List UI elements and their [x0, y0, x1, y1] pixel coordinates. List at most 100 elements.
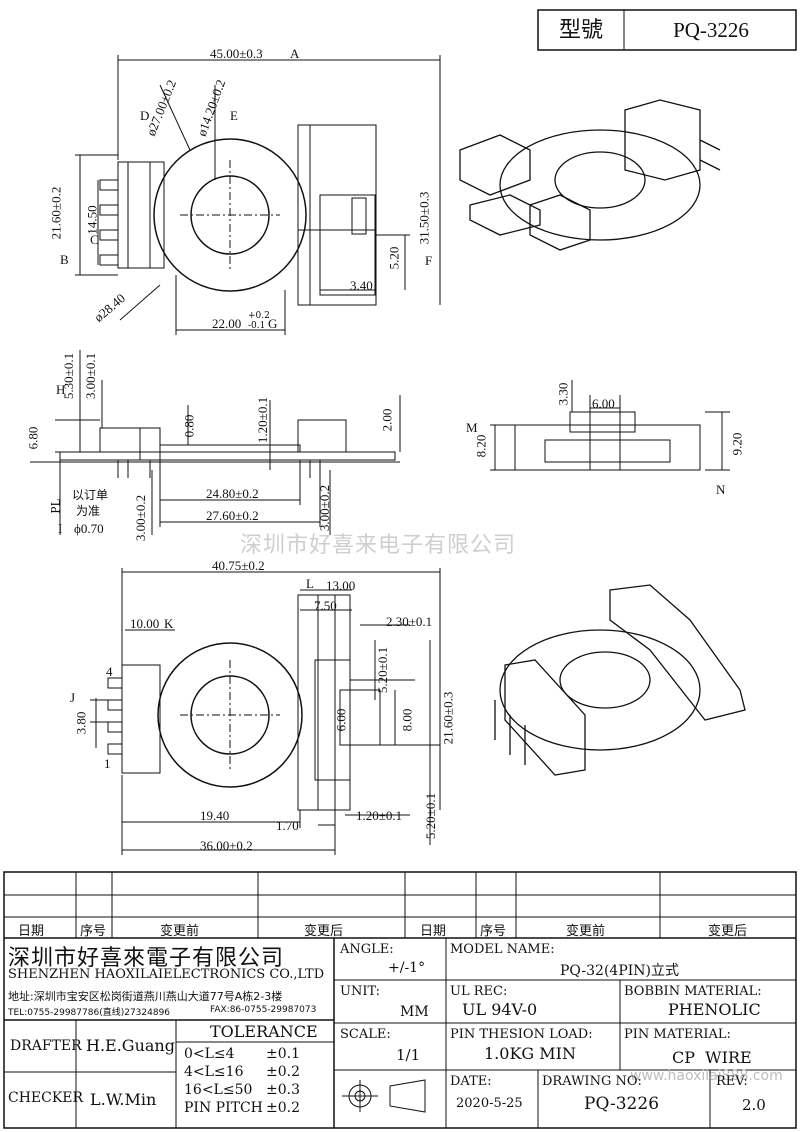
ulrec-label: UL REC:: [450, 984, 508, 999]
dim-pin-dia: ϕ0.70: [74, 521, 104, 536]
bdim-10: 10.00: [130, 616, 160, 631]
tolerance-label: TOLERANCE: [210, 1022, 318, 1041]
dim-height-F: 31.50±0.3: [416, 191, 432, 245]
type-label: 型號: [558, 17, 603, 42]
dim-bottom-tol-up: +0.2: [248, 311, 270, 321]
bdim-1-2: 1.20±0.1: [356, 808, 403, 823]
bdim-5-2a: 5.20±0.1: [375, 646, 391, 694]
pinmat-value: CP WIRE: [672, 1048, 752, 1067]
dim-offset: 3.40: [350, 278, 373, 293]
bdim-36: 36.00±0.2: [200, 838, 253, 853]
dim-slot: 5.20: [386, 246, 402, 270]
dim-bottom-tol-dn: -0.1: [248, 321, 266, 331]
side-dim-h1: 8.20: [473, 434, 489, 458]
label-pl: PL: [47, 498, 63, 514]
side-dim-d1: 3.30: [555, 382, 571, 406]
tol-range-0: 0<L≤4: [184, 1046, 235, 1062]
dim-w2: 27.60±0.2: [206, 508, 259, 523]
drawno-value: PQ-3226: [584, 1094, 660, 1114]
tag-I: I: [58, 521, 63, 536]
unit-label: UNIT:: [340, 984, 381, 999]
rev-after: 变更后: [304, 924, 344, 939]
company-name-en: SHENZHEN HAOXILAIELECTRONICS CO.,LTD: [8, 967, 325, 982]
drafter-value: H.E.Guang: [86, 1036, 175, 1055]
tol-val-3: ±0.2: [266, 1100, 300, 1116]
dim-width-45: 45.00±0.3: [210, 46, 263, 61]
bdim-width: 40.75±0.2: [212, 558, 265, 573]
tag-M: M: [466, 420, 478, 435]
company-tel: TEL:0755-29987786(直线)27324896: [8, 1008, 171, 1018]
watermark-site: www.haoxilai888.com: [630, 1068, 783, 1084]
dim-height-B: 21.60±0.2: [48, 186, 64, 240]
bdim-5-2b: 5.20±0.1: [423, 792, 439, 840]
rev-seq: 序号: [80, 924, 107, 939]
dim-pin-span: 14.50: [84, 205, 100, 235]
note-line2: 为准: [76, 504, 101, 518]
note-line1: 以订单: [72, 488, 109, 502]
bdim-1-7: 1.70: [276, 818, 299, 833]
tol-val-2: ±0.3: [266, 1082, 300, 1098]
pin-label-4: 4: [106, 664, 113, 679]
bottom-view-geometry: [90, 568, 441, 855]
rev-date: 日期: [18, 924, 45, 939]
dim-h1: 5.30±0.1: [61, 352, 77, 400]
tol-range-1: 4<L≤16: [184, 1064, 244, 1080]
dim-h2: 3.00±0.1: [83, 352, 99, 400]
company-address: 地址:深圳市宝安区松岗街道燕川燕山大道77号A栋2-3楼: [8, 990, 283, 1003]
title-block-grid: [3, 871, 797, 1129]
bdim-pitch: 3.80: [73, 711, 89, 735]
rev-label: REV:: [716, 1074, 748, 1089]
rev-before-2: 变更前: [566, 924, 606, 939]
tag-N: N: [716, 482, 726, 497]
pinload-label: PIN THESION LOAD:: [450, 1027, 593, 1042]
unit-value: MM: [400, 1004, 429, 1020]
bdim-19-4: 19.40: [200, 808, 230, 823]
front-view-geometry: [30, 350, 401, 535]
dim-d1: 0.80: [181, 414, 197, 438]
drawno-label: DRAWING NO:: [542, 1074, 642, 1089]
tol-range-2: 16<L≤50: [184, 1082, 253, 1098]
company-name-cn: 深圳市好喜來電子有限公司: [8, 946, 285, 971]
tol-val-1: ±0.2: [266, 1064, 300, 1080]
bobbin-value: PHENOLIC: [668, 1000, 761, 1019]
date-value: 2020-5-25: [456, 1096, 523, 1111]
ulrec-value: UL 94V-0: [462, 1000, 538, 1019]
tag-B: B: [60, 252, 69, 267]
bdim-8: 8.00: [399, 708, 415, 732]
rev-before: 变更前: [160, 924, 200, 939]
rev-after-2: 变更后: [708, 924, 748, 939]
bobbin-label: BOBBIN MATERIAL:: [624, 984, 762, 999]
tol-val-0: ±0.1: [266, 1046, 300, 1062]
side-view-geometry: [490, 380, 730, 471]
company-fax: FAX:86-0755-29987073: [210, 1005, 317, 1015]
top-view-geometry: [75, 55, 441, 335]
pin-label-1: 1: [104, 756, 111, 771]
angle-value: +/-1°: [388, 960, 426, 976]
dim-h-total: 6.80: [25, 426, 41, 450]
dim-bottom: 22.00: [212, 316, 242, 331]
checker-label: CHECKER: [8, 1090, 84, 1106]
scale-value: 1/1: [396, 1046, 421, 1064]
pinmat-label: PIN MATERIAL:: [624, 1027, 731, 1042]
bdim-21-6: 21.60±0.3: [440, 691, 456, 745]
iso-view-top: [459, 99, 721, 251]
scale-label: SCALE:: [340, 1027, 391, 1042]
part-number: PQ-3226: [673, 18, 749, 42]
tag-E: E: [230, 108, 238, 123]
tag-H: H: [56, 382, 66, 397]
watermark-text: 深圳市好喜来电子有限公司: [240, 533, 517, 558]
tag-D: D: [140, 108, 150, 123]
date-label: DATE:: [450, 1074, 492, 1089]
tag-A: A: [290, 46, 300, 61]
dim-d2: 1.20±0.1: [255, 396, 271, 444]
bdim-13: 13.00: [326, 578, 356, 593]
dim-w1: 24.80±0.2: [206, 486, 259, 501]
rev-value: 2.0: [742, 1096, 766, 1114]
model-label: MODEL NAME:: [450, 942, 555, 957]
dim-d3: 2.00: [379, 408, 395, 432]
dim-v1: 3.00±0.2: [133, 494, 149, 542]
drafter-label: DRAFTER: [10, 1038, 82, 1054]
bdim-2-3: 2.30±0.1: [386, 614, 433, 629]
tol-range-3: PIN PITCH: [184, 1100, 263, 1116]
